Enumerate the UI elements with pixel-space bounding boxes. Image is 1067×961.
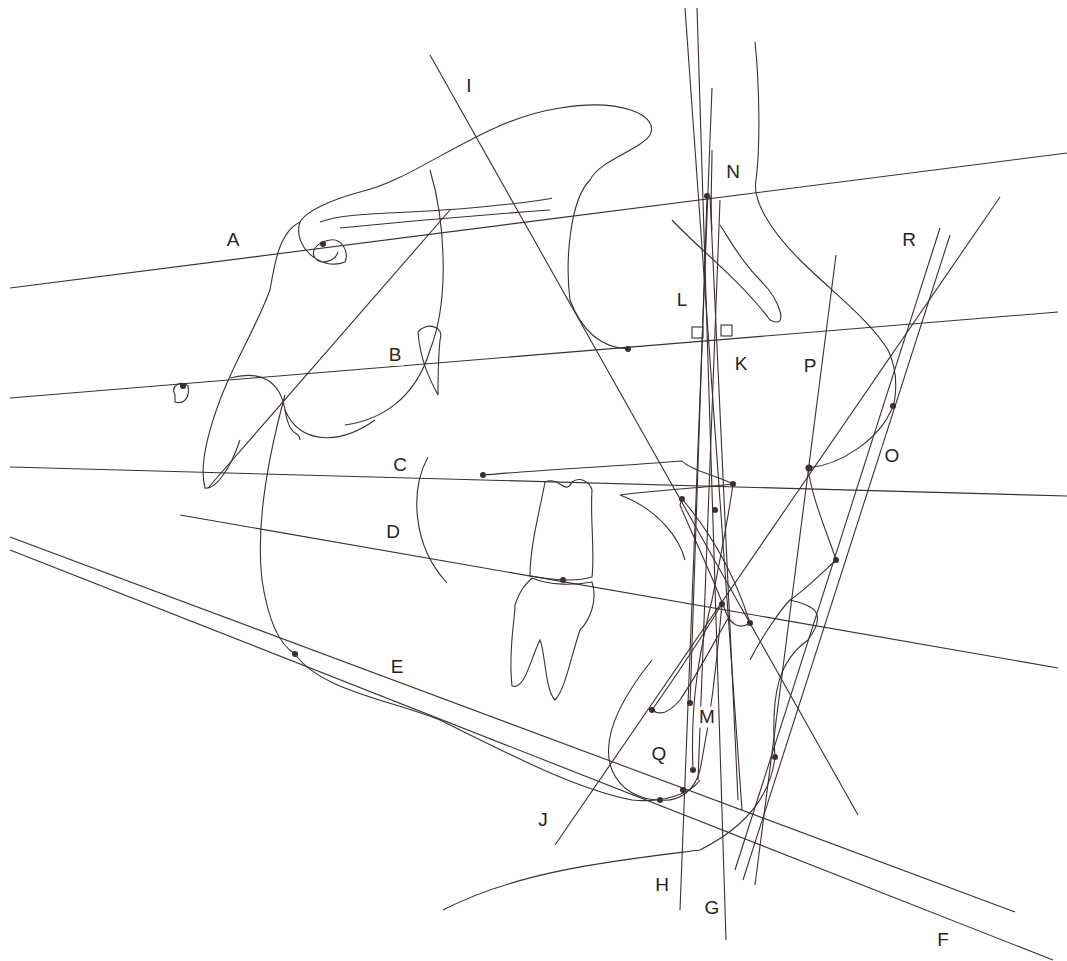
point-label: Q [650, 744, 669, 765]
point-label: C [391, 455, 409, 476]
point-label: N [724, 162, 742, 183]
point-label: J [536, 810, 550, 831]
point-label: E [389, 657, 406, 678]
point-label: K [733, 354, 750, 375]
point-label: D [384, 522, 402, 543]
point-label: L [675, 290, 690, 311]
point-label: I [464, 76, 473, 97]
point-label: B [387, 345, 404, 366]
point-label: H [653, 875, 671, 896]
point-label: G [703, 898, 722, 919]
point-label: M [697, 707, 717, 728]
point-label: F [935, 930, 951, 951]
point-label: O [883, 446, 902, 467]
point-label: A [225, 230, 242, 251]
point-label: P [802, 356, 819, 377]
point-label: R [900, 230, 918, 251]
